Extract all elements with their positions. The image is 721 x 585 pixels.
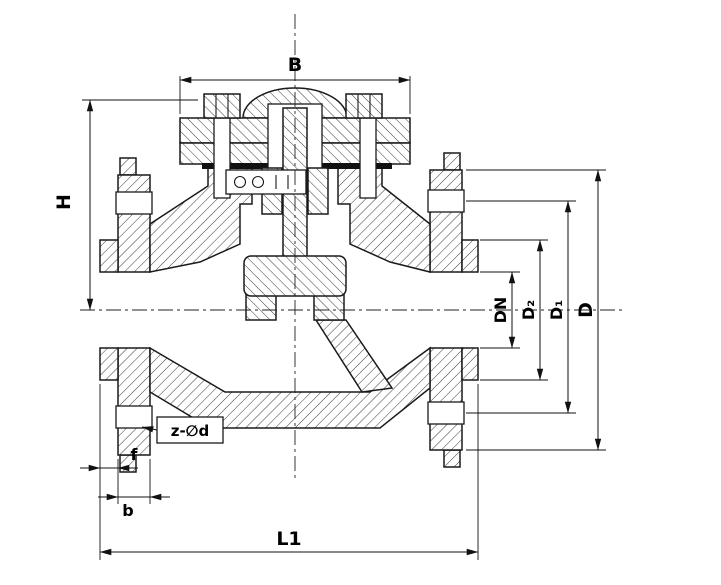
seat-ring-right xyxy=(313,293,345,321)
right-raised-face-lower xyxy=(461,347,479,381)
dimension-D2: D₂ xyxy=(480,239,548,381)
bolt-stud-right xyxy=(359,117,377,199)
dim-label-DN: DN xyxy=(491,297,510,324)
right-flange-lower-half xyxy=(429,347,463,451)
right-raised-face-upper xyxy=(461,239,479,273)
centerlines xyxy=(80,14,622,482)
right-flange xyxy=(427,152,479,468)
left-bolt-hole-top xyxy=(115,191,153,215)
dim-label-D1: D₁ xyxy=(547,300,566,320)
left-flange-lower-half xyxy=(117,347,151,456)
dim-label-H: H xyxy=(53,194,75,210)
right-bolt-hole-bottom xyxy=(427,401,465,425)
hex-nut-right xyxy=(345,93,383,119)
dim-label-f: f xyxy=(131,445,139,464)
dimension-D: D xyxy=(466,169,606,451)
dim-label-b: b xyxy=(122,501,133,520)
left-raised-face-lower xyxy=(99,347,119,381)
right-flange-boss-bottom xyxy=(443,449,461,468)
dim-label-bolt-holes: z-∅d xyxy=(171,422,210,440)
indicator-plate-frame xyxy=(225,169,307,195)
dimension-b: b xyxy=(98,459,170,520)
callout-bolt-holes: z-∅d xyxy=(141,416,224,444)
hex-nut-left xyxy=(203,93,241,119)
indicator-circle-icon xyxy=(233,175,247,189)
body-upper-right-wall xyxy=(337,165,431,273)
dimension-DN: DN xyxy=(480,271,520,349)
dim-label-D2: D₂ xyxy=(519,300,538,320)
left-flange xyxy=(99,157,153,473)
valve-seat xyxy=(245,293,345,321)
body-outlet-partition xyxy=(314,319,394,393)
dimension-D1: D₁ xyxy=(466,200,576,414)
stem-guide-bushing-right xyxy=(307,167,329,215)
right-flange-boss-top xyxy=(443,152,461,171)
indicator-circle-icon xyxy=(251,175,265,189)
callout-box xyxy=(156,416,224,444)
left-flange-upper-half xyxy=(117,174,151,273)
left-raised-face-upper xyxy=(99,239,119,273)
right-flange-upper-half xyxy=(429,169,463,273)
dimension-f: f xyxy=(80,445,139,472)
left-bolt-hole-bottom xyxy=(115,405,153,429)
dim-label-D: D xyxy=(575,302,597,318)
dim-label-L1: L1 xyxy=(276,528,301,550)
dimension-annotations: B H DN D₂ D₁ xyxy=(53,54,606,560)
dimension-L1: L1 xyxy=(99,384,479,560)
left-flange-boss-top xyxy=(119,157,137,176)
leader-line xyxy=(141,426,158,433)
dimension-H: H xyxy=(53,99,198,311)
dim-label-B: B xyxy=(288,54,302,76)
indicator-plate xyxy=(225,169,307,195)
seat-ring-left xyxy=(245,293,277,321)
right-bolt-hole-top xyxy=(427,189,465,213)
body-lower-wall xyxy=(149,346,431,429)
dimension-B: B xyxy=(179,54,411,114)
